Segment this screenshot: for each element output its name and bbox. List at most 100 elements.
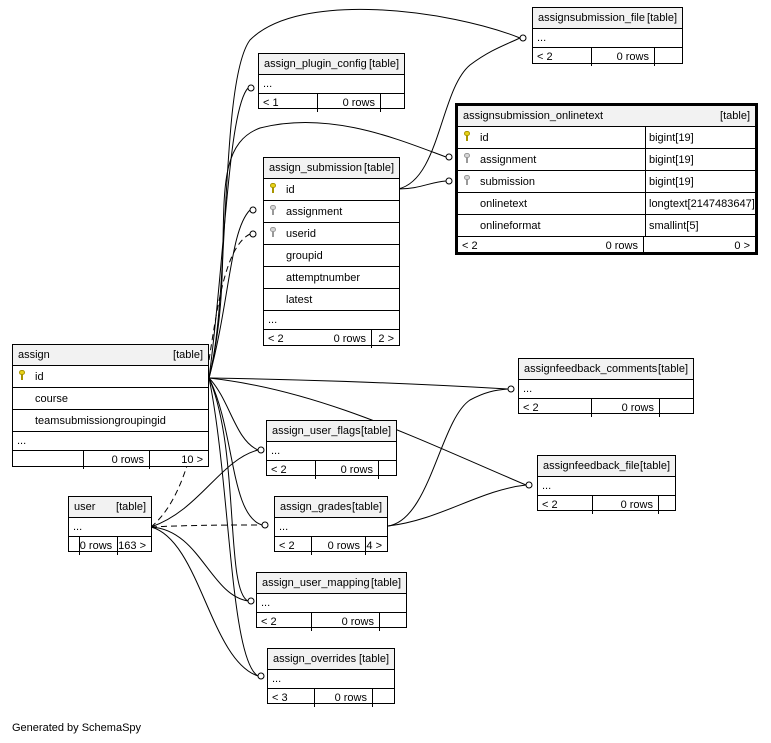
children-count — [659, 399, 693, 417]
table-footer: < 2 0 rows 4 > — [275, 537, 387, 555]
more-columns: ... — [264, 311, 399, 330]
table-footer: 0 rows 10 > — [13, 451, 208, 469]
column-row-attemptnumber: attemptnumber — [264, 267, 399, 289]
table-footer: < 2 0 rows — [257, 613, 406, 631]
table-footer: 0 rows 163 > — [69, 537, 151, 555]
more-columns: ... — [275, 518, 387, 537]
table-name: assign_submission — [269, 162, 362, 174]
parents-count: < 2 — [268, 333, 284, 345]
row-count: 0 rows — [333, 333, 366, 345]
column-row-id: id — [264, 179, 399, 201]
children-count: 4 > — [365, 537, 387, 555]
more-columns: ... — [267, 442, 396, 461]
column-row-teamsubmissiongroupingid: teamsubmissiongroupingid — [13, 410, 208, 432]
parents-count: < 3 — [272, 692, 288, 704]
table-footer: < 1 0 rows — [259, 94, 404, 112]
table-name: assignfeedback_file — [543, 460, 640, 472]
table-assign-grades[interactable]: assign_grades [table] ... < 2 0 rows 4 > — [274, 496, 388, 555]
table-kind: [table] — [647, 12, 677, 24]
edge-grades-feedback-file — [387, 484, 527, 527]
parents-count: < 1 — [263, 97, 279, 109]
row-count: 0 rows — [83, 451, 149, 469]
column-name: onlineformat — [480, 219, 541, 232]
foreign-key-icon — [270, 227, 276, 237]
column-name: id — [35, 370, 44, 383]
more-columns: ... — [533, 29, 682, 48]
row-count: 0 rows — [311, 537, 365, 555]
column-name: assignment — [480, 153, 537, 166]
foreign-key-icon — [464, 153, 470, 163]
more-columns: ... — [268, 670, 394, 689]
column-type: smallint[5] — [645, 215, 755, 236]
row-count: 0 rows — [314, 689, 372, 707]
table-kind: [table] — [369, 58, 399, 70]
table-assign[interactable]: assign [table] id course teamsubmissiong… — [12, 344, 209, 469]
more-columns: ... — [538, 477, 675, 496]
column-row-latest: latest — [264, 289, 399, 311]
table-assign-user-flags[interactable]: assign_user_flags [table] ... < 2 0 rows — [266, 420, 397, 479]
column-name: submission — [480, 175, 536, 188]
column-name: groupid — [286, 249, 323, 262]
column-type: longtext[2147483647] — [645, 193, 755, 214]
more-columns: ... — [257, 594, 406, 613]
edge-assign-submission — [208, 209, 251, 379]
column-name: teamsubmissiongroupingid — [35, 414, 166, 427]
table-header: assignsubmission_file [table] — [533, 8, 682, 29]
table-name: assignfeedback_comments — [524, 363, 658, 375]
row-count: 0 rows — [591, 48, 654, 66]
edge-assign-user-flags — [208, 377, 259, 451]
table-assignfeedback-comments[interactable]: assignfeedback_comments [table] ... < 2 … — [518, 358, 694, 417]
table-footer: < 2 0 rows 0 > — [458, 237, 755, 255]
table-footer: < 2 0 rows — [267, 461, 396, 479]
column-row-userid: userid — [264, 223, 399, 245]
edge-user-grades — [150, 524, 263, 528]
table-name: assignsubmission_onlinetext — [463, 110, 604, 122]
table-assign-overrides[interactable]: assign_overrides [table] ... < 3 0 rows — [267, 648, 395, 707]
edge-assign-feedback-comments — [208, 377, 509, 390]
row-count: 0 rows — [78, 537, 117, 555]
parents-count: < 2 — [542, 499, 558, 511]
foreign-key-icon — [464, 175, 470, 185]
row-count: 0 rows — [315, 461, 378, 479]
edge-assign-plugin-config — [208, 87, 249, 379]
table-assignsubmission-file[interactable]: assignsubmission_file [table] ... < 2 0 … — [532, 7, 683, 66]
parents-count: < 2 — [462, 240, 478, 252]
table-header: user [table] — [69, 497, 151, 518]
row-count: 0 rows — [317, 94, 380, 112]
table-kind: [table] — [640, 460, 670, 472]
column-name: id — [286, 183, 295, 196]
column-type: bigint[19] — [645, 127, 755, 148]
table-user[interactable]: user [table] ... 0 rows 163 > — [68, 496, 152, 555]
edge-grades-feedback-comments — [387, 388, 509, 527]
row-count: 0 rows — [605, 240, 638, 252]
edge-assign-feedback-file — [208, 377, 527, 486]
table-assignsubmission-onlinetext[interactable]: assignsubmission_onlinetext [table] id b… — [455, 103, 758, 255]
table-footer: < 3 0 rows — [268, 689, 394, 707]
column-name: assignment — [286, 205, 343, 218]
row-count: 0 rows — [591, 399, 659, 417]
children-count — [372, 689, 394, 707]
table-name: assignsubmission_file — [538, 12, 645, 24]
table-assignfeedback-file[interactable]: assignfeedback_file [table] ... < 2 0 ro… — [537, 455, 676, 514]
children-count — [654, 48, 682, 66]
children-count — [658, 496, 675, 514]
table-header: assign_user_flags [table] — [267, 421, 396, 442]
generated-by-footer: Generated by SchemaSpy — [12, 722, 142, 734]
table-assign-user-mapping[interactable]: assign_user_mapping [table] ... < 2 0 ro… — [256, 572, 407, 631]
edge-submission-onlinetext — [397, 180, 447, 190]
table-footer: < 2 0 rows 2 > — [264, 330, 399, 348]
parents-count: < 2 — [279, 540, 295, 552]
primary-key-icon — [270, 183, 276, 193]
table-assign-submission[interactable]: assign_submission [table] id assignment … — [263, 157, 400, 348]
column-name: latest — [286, 293, 313, 306]
edge-submission-file — [397, 37, 521, 190]
column-name: userid — [286, 227, 316, 240]
table-header: assign_overrides [table] — [268, 649, 394, 670]
table-header: assignsubmission_onlinetext [table] — [458, 106, 755, 127]
table-assign-plugin-config[interactable]: assign_plugin_config [table] ... < 1 0 r… — [258, 53, 405, 112]
more-columns: ... — [13, 432, 208, 451]
table-name: assign_grades — [280, 501, 352, 513]
table-header: assign_plugin_config [table] — [259, 54, 404, 75]
table-kind: [table] — [720, 110, 750, 122]
